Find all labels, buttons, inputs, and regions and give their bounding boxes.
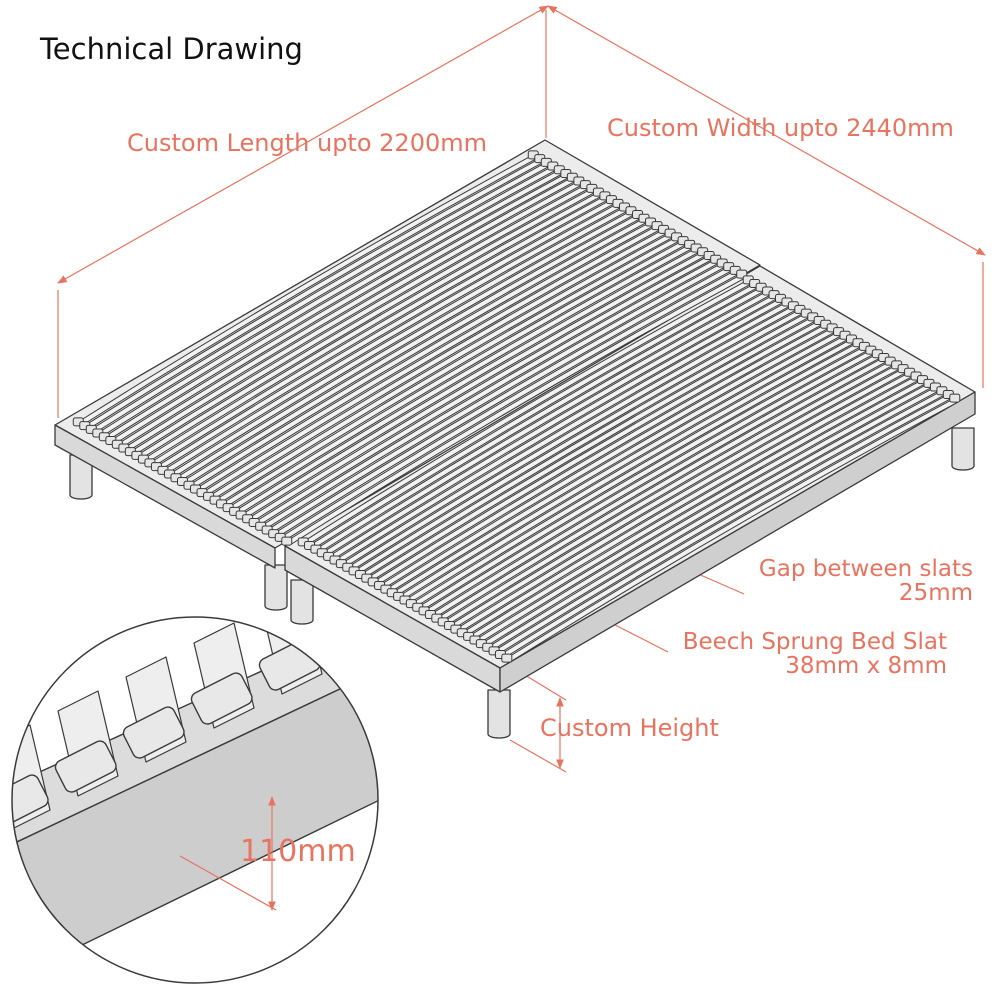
detail-rail-face	[12, 669, 378, 983]
height-dimension-label: Custom Height	[540, 714, 719, 742]
dimension-lines	[57, 5, 986, 773]
slat-callout: Beech Sprung Bed Slat 38mm x 8mm	[683, 630, 947, 678]
slats-right-section	[297, 275, 961, 663]
height-extension-top	[519, 671, 567, 701]
left-slat-holder	[281, 536, 293, 546]
magnifier-outline	[11, 616, 379, 984]
width-dimension-line	[547, 5, 986, 256]
length-dimension-label: Custom Length upto 2200mm	[127, 129, 487, 157]
leg-center-back	[264, 564, 288, 611]
detail-slat-holder	[122, 706, 185, 759]
legs	[69, 427, 975, 739]
height-extension-bottom	[509, 739, 567, 773]
left-section-front-face	[54, 424, 276, 569]
detail-slat-holder	[190, 672, 253, 725]
detail-slat-holder	[12, 774, 49, 827]
leg-center-front	[290, 579, 314, 625]
detail-slat-holder	[54, 740, 117, 793]
rail-height-extension	[179, 855, 277, 911]
leg-back-right	[951, 427, 975, 471]
length-dimension-line	[57, 5, 549, 284]
page-title: Technical Drawing	[40, 32, 303, 66]
slat-callout-line2: 38mm x 8mm	[785, 653, 947, 680]
width-dimension-label: Custom Width upto 2440mm	[607, 114, 954, 142]
rail-height-label: 110mm	[240, 834, 356, 869]
gap-callout: Gap between slats 25mm	[759, 557, 973, 605]
gap-callout-line2: 25mm	[898, 580, 973, 607]
right-section-side-face	[499, 391, 976, 693]
leg-front-right	[487, 689, 511, 739]
right-slat-holder	[949, 393, 961, 403]
slat-callout-line1: Beech Sprung Bed Slat	[682, 629, 947, 655]
gap-callout-line1: Gap between slats	[758, 556, 973, 582]
slats-left-section	[72, 150, 748, 546]
detail-magnifier	[11, 616, 379, 984]
right-slat-holder	[501, 653, 513, 663]
leg-left-front	[69, 454, 93, 500]
